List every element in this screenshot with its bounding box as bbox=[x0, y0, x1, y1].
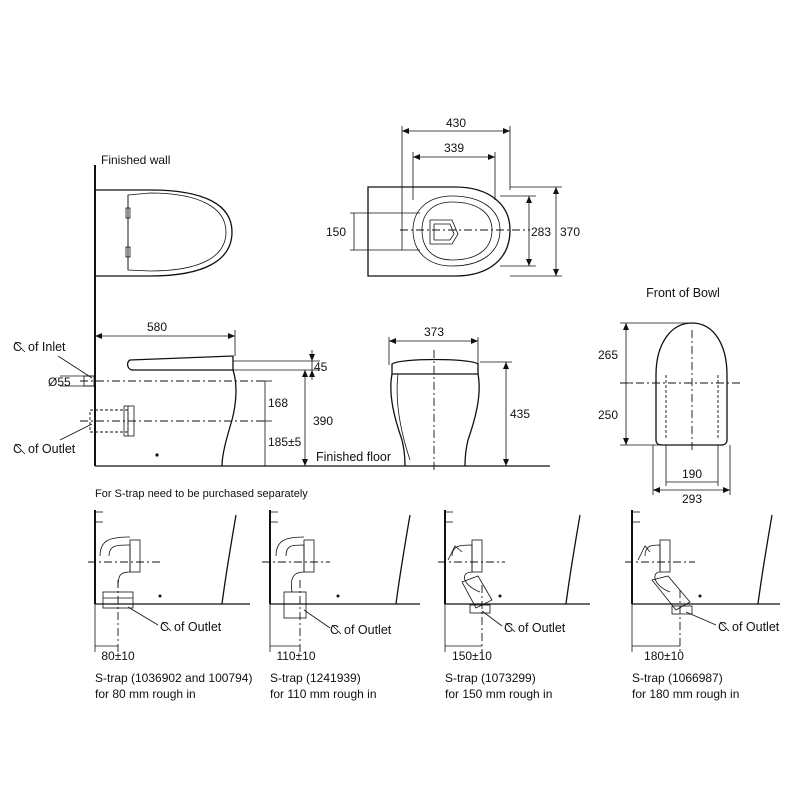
svg-text:C: C bbox=[504, 621, 513, 635]
strap-150-title: S-trap (1073299) bbox=[445, 671, 536, 685]
strap-180-title: S-trap (1066987) bbox=[632, 671, 723, 685]
svg-text:C: C bbox=[13, 442, 22, 456]
strap-80-sub: for 80 mm rough in bbox=[95, 687, 196, 701]
strap-180-dim: 180±10 bbox=[644, 649, 684, 663]
svg-text:C: C bbox=[330, 623, 339, 637]
dim-250: 250 bbox=[598, 408, 618, 422]
front-of-bowl-label: Front of Bowl bbox=[646, 286, 720, 300]
bowl-view: Front of Bowl 265 250 190 293 bbox=[598, 286, 740, 506]
cl-outlet-label: of Outlet bbox=[28, 442, 76, 456]
dim-370: 370 bbox=[560, 225, 580, 239]
finished-floor-label: Finished floor bbox=[316, 450, 391, 464]
dim-265: 265 bbox=[598, 348, 618, 362]
dim-373: 373 bbox=[424, 325, 444, 339]
strap-180: C of Outlet 180±10 S-trap (1066987) for … bbox=[625, 510, 780, 701]
front-view: 373 435 bbox=[388, 325, 530, 470]
strap-80-dim: 80±10 bbox=[101, 649, 135, 663]
cl-symbol: C bbox=[13, 340, 22, 354]
strap-150-dim: 150±10 bbox=[452, 649, 492, 663]
strap-180-outlet-label: of Outlet bbox=[732, 620, 780, 634]
dim-293: 293 bbox=[682, 492, 702, 506]
strap-80: C of Outlet 80±10 S-trap (1036902 and 10… bbox=[88, 510, 252, 701]
strap-110-outlet-label: of Outlet bbox=[344, 623, 392, 637]
strap-note: For S-trap need to be purchased separate… bbox=[95, 488, 308, 500]
dim-45: 45 bbox=[314, 360, 328, 374]
finished-wall-label: Finished wall bbox=[101, 153, 170, 167]
plan-view: 430 339 150 283 370 bbox=[326, 116, 580, 277]
dim-inlet-diameter: Ø55 bbox=[48, 375, 71, 389]
dim-190: 190 bbox=[682, 467, 702, 481]
dim-390: 390 bbox=[313, 414, 333, 428]
strap-150-outlet-label: of Outlet bbox=[518, 621, 566, 635]
strap-110-dim: 110±10 bbox=[276, 649, 315, 663]
dim-283: 283 bbox=[531, 225, 551, 239]
strap-180-sub: for 180 mm rough in bbox=[632, 687, 739, 701]
strap-150-sub: for 150 mm rough in bbox=[445, 687, 552, 701]
strap-110-sub: for 110 mm rough in bbox=[270, 687, 377, 701]
strap-110-title: S-trap (1241939) bbox=[270, 671, 361, 685]
dim-435: 435 bbox=[510, 407, 530, 421]
strap-80-title: S-trap (1036902 and 100794) bbox=[95, 671, 252, 685]
side-view: Finished wall 580 45 Ø55 C of Inlet bbox=[13, 153, 550, 467]
dim-150: 150 bbox=[326, 225, 346, 239]
strap-110: C of Outlet 110±10 S-trap (1241939) for … bbox=[262, 510, 420, 701]
strap-80-outlet-label: of Outlet bbox=[174, 620, 222, 634]
svg-text:C: C bbox=[160, 620, 169, 634]
dim-168: 168 bbox=[268, 396, 288, 410]
dim-580: 580 bbox=[147, 320, 167, 334]
cl-inlet-label: of Inlet bbox=[28, 340, 66, 354]
dim-430: 430 bbox=[446, 116, 466, 130]
svg-text:C: C bbox=[718, 620, 727, 634]
strap-150: C of Outlet 150±10 S-trap (1073299) for … bbox=[438, 510, 590, 701]
dim-185: 185±5 bbox=[268, 435, 302, 449]
dim-339: 339 bbox=[444, 141, 464, 155]
